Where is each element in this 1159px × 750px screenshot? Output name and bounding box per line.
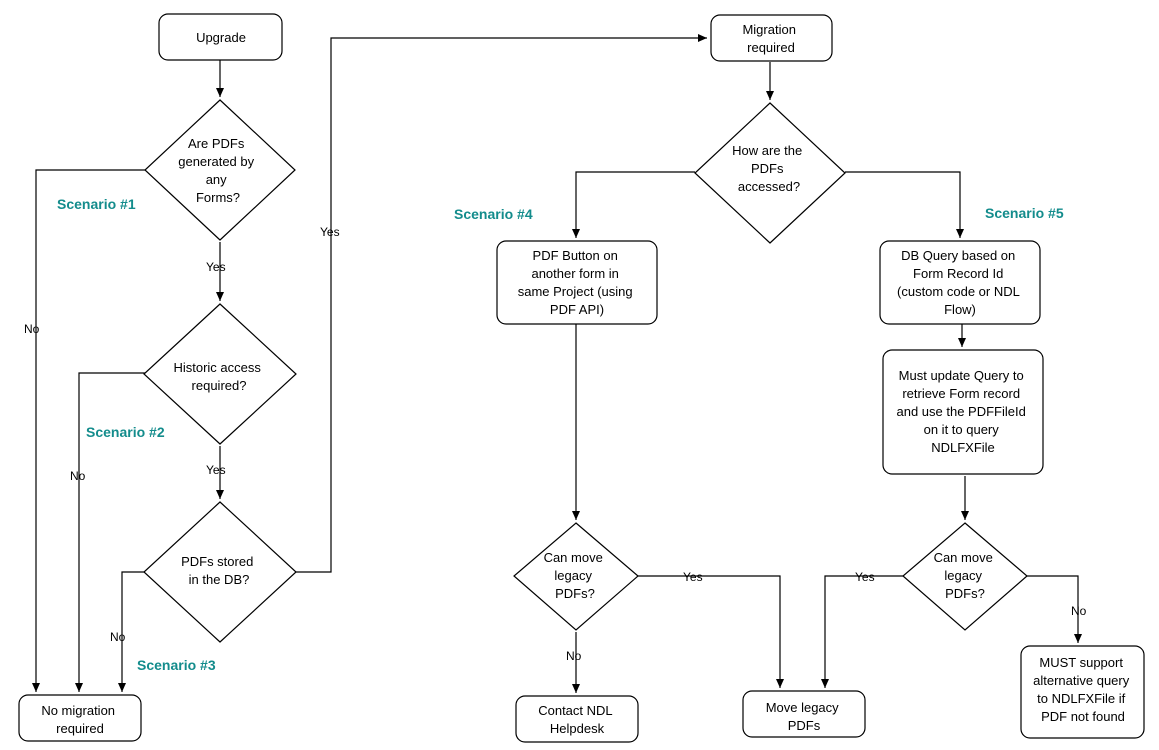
edge-q2-no (75, 372, 145, 692)
node-move-legacy: Move legacy PDFs (742, 690, 866, 738)
edge-label-no-3: No (110, 630, 126, 644)
node-db-query-label: DB Query based on Form Record Id (custom… (897, 248, 1023, 317)
node-contact-helpdesk: Contact NDL Helpdesk (515, 695, 639, 743)
node-upgrade: Upgrade (158, 13, 283, 61)
edge-q3-no (118, 571, 145, 692)
edge-label-yes-4: Yes (683, 570, 703, 584)
scenario-labels: Scenario #1 Scenario #2 Scenario #3 Scen… (57, 196, 1064, 673)
decision-can-move-left-label: Can move legacy PDFs? (544, 550, 607, 601)
node-migration-required-label: Migration required (742, 22, 799, 55)
node-must-update-query: Must update Query to retrieve Form recor… (882, 349, 1044, 475)
scenario-2-label: Scenario #2 (86, 424, 165, 440)
edge-q1-no (32, 169, 145, 692)
decision-pdfs-generated: Are PDFs generated by any Forms? (144, 99, 296, 241)
edge-label-yes-1: Yes (206, 260, 226, 274)
edge-q3-yes (295, 34, 707, 573)
scenario-5-label: Scenario #5 (985, 205, 1064, 221)
edge-labels: Yes No Yes No Yes No No Yes Yes No (24, 225, 1087, 663)
edge-q6-no (1027, 575, 1082, 643)
edge-label-no-5: No (1071, 604, 1087, 618)
node-upgrade-label: Upgrade (196, 30, 246, 45)
node-migration-required: Migration required (710, 14, 833, 62)
edge-q4-right (845, 171, 964, 238)
node-contact-helpdesk-label: Contact NDL Helpdesk (538, 703, 616, 736)
scenario-3-label: Scenario #3 (137, 657, 216, 673)
node-no-migration: No migration required (18, 694, 142, 742)
decision-can-move-left: Can move legacy PDFs? (513, 522, 639, 631)
nodes: Upgrade Are PDFs generated by any Forms?… (18, 13, 1145, 743)
decision-how-accessed: How are the PDFs accessed? (694, 102, 846, 244)
node-db-query: DB Query based on Form Record Id (custom… (879, 240, 1041, 325)
node-must-update-query-label: Must update Query to retrieve Form recor… (897, 368, 1030, 455)
scenario-1-label: Scenario #1 (57, 196, 136, 212)
edge-label-yes-3: Yes (320, 225, 340, 239)
node-pdf-button-label: PDF Button on another form in same Proje… (518, 248, 637, 317)
edge-q5-yes (638, 575, 784, 688)
decision-can-move-right-label: Can move legacy PDFs? (934, 550, 997, 601)
node-must-support: MUST support alternative query to NDLFXF… (1020, 645, 1145, 739)
decision-historic-access: Historic access required? (143, 303, 297, 445)
edge-q4-left (572, 171, 695, 238)
decision-historic-access-label: Historic access required? (173, 360, 264, 393)
edge-label-no-1: No (24, 322, 40, 336)
decision-pdfs-stored: PDFs stored in the DB? (143, 501, 297, 643)
node-no-migration-label: No migration required (41, 703, 118, 736)
edge-label-yes-2: Yes (206, 463, 226, 477)
edge-label-no-4: No (566, 649, 582, 663)
decision-can-move-right: Can move legacy PDFs? (902, 522, 1028, 631)
scenario-4-label: Scenario #4 (454, 206, 533, 222)
decision-pdfs-generated-label: Are PDFs generated by any Forms? (178, 136, 258, 205)
edge-q6-yes (821, 575, 903, 688)
node-must-support-label: MUST support alternative query to NDLFXF… (1033, 655, 1133, 724)
node-pdf-button: PDF Button on another form in same Proje… (496, 240, 658, 325)
decision-how-accessed-label: How are the PDFs accessed? (732, 143, 806, 194)
edge-label-no-2: No (70, 469, 86, 483)
decision-pdfs-stored-label: PDFs stored in the DB? (181, 554, 257, 587)
edges (32, 34, 1082, 693)
node-move-legacy-label: Move legacy PDFs (766, 700, 843, 733)
edge-label-yes-5: Yes (855, 570, 875, 584)
